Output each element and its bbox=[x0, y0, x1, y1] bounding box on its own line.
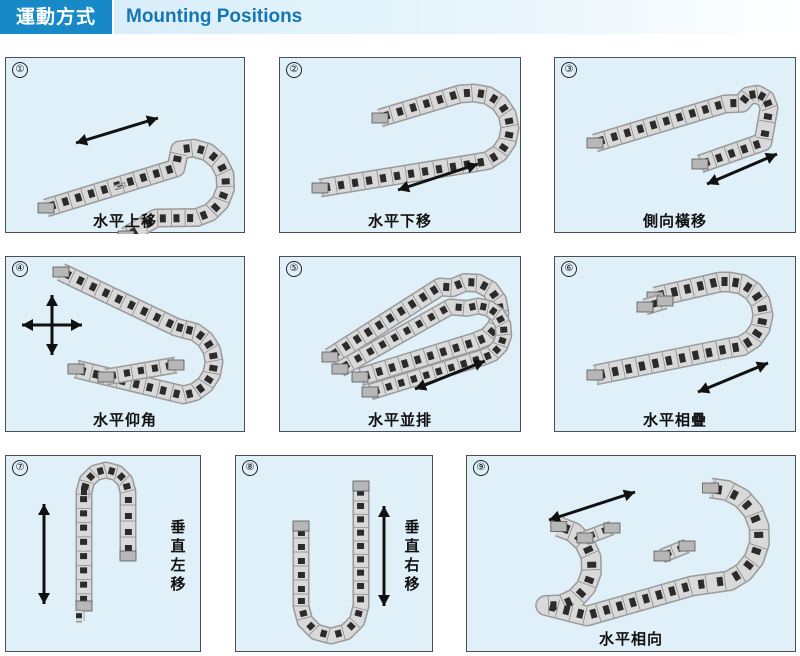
panel-3: ③ 側向橫移 bbox=[554, 57, 796, 233]
cable-chain bbox=[331, 297, 513, 401]
motion-arrow bbox=[414, 359, 486, 391]
panel-label: 水平仰角 bbox=[92, 411, 157, 429]
panel-5: ⑤ 水平並排 bbox=[279, 256, 521, 432]
panel-4: ④ 水平仰角 bbox=[5, 256, 245, 432]
panel-number: ⑨ bbox=[473, 460, 489, 476]
panel-label: 水平下移 bbox=[367, 212, 432, 230]
panel-label: 水平相向 bbox=[598, 630, 663, 648]
panel-number: ⑦ bbox=[12, 460, 28, 476]
cable-chain bbox=[576, 520, 621, 546]
cable-chain bbox=[636, 292, 674, 316]
panel-6: ⑥ 水平相疊 bbox=[554, 256, 796, 432]
panel-label: 側向橫移 bbox=[642, 212, 707, 230]
panel-label: 水平相疊 bbox=[642, 411, 707, 429]
panel-number: ④ bbox=[12, 261, 28, 277]
panel-2: ② 水平下移 bbox=[279, 57, 521, 233]
horizontal-upper-move-icon bbox=[37, 115, 236, 234]
panel-7: ⑦ 垂直左移 bbox=[5, 455, 201, 652]
section-title-zh: 運動方式 bbox=[0, 0, 112, 34]
panel-label: 水平上移 bbox=[92, 212, 157, 230]
motion-arrow bbox=[378, 506, 390, 606]
horizontal-opposed-icon bbox=[535, 477, 770, 627]
cable-chain bbox=[37, 138, 236, 234]
panel-number: ⑥ bbox=[561, 261, 577, 277]
section-title-en: Mounting Positions bbox=[114, 0, 800, 34]
cable-chain bbox=[586, 271, 774, 386]
horizontal-lower-move-icon bbox=[311, 83, 520, 198]
panel-9: ⑨ 水平相向 bbox=[466, 455, 796, 652]
cable-chain bbox=[311, 83, 520, 198]
panel-1: ① 水平上移 bbox=[5, 57, 245, 234]
cable-chain bbox=[75, 461, 137, 612]
side-lateral-move-icon bbox=[586, 84, 779, 186]
motion-arrow bbox=[697, 361, 769, 394]
panel-number: ⑤ bbox=[286, 261, 302, 277]
cable-chain bbox=[653, 539, 696, 563]
panel-number: ⑧ bbox=[242, 460, 258, 476]
motion-arrow bbox=[706, 152, 778, 186]
motion-arrow bbox=[46, 295, 58, 355]
motion-arrow bbox=[38, 504, 50, 604]
vertical-left-move-icon bbox=[38, 461, 137, 623]
panel-label: 垂直左移 bbox=[170, 518, 186, 593]
cable-chain bbox=[535, 477, 770, 627]
panel-number: ① bbox=[12, 62, 28, 78]
panel-number: ③ bbox=[561, 62, 577, 78]
cable-chain bbox=[321, 272, 510, 387]
panel-number: ② bbox=[286, 62, 302, 78]
cable-chain bbox=[76, 609, 85, 623]
section-header: 運動方式 Mounting Positions bbox=[0, 0, 800, 34]
motion-arrow bbox=[75, 115, 159, 146]
horizontal-stacked-icon bbox=[586, 271, 774, 394]
vertical-right-move-icon bbox=[292, 480, 390, 645]
panel-label: 水平並排 bbox=[367, 411, 432, 429]
cable-chain bbox=[586, 84, 779, 173]
horizontal-elevation-icon bbox=[22, 263, 224, 405]
cable-chain bbox=[97, 356, 185, 386]
panel-label: 垂直右移 bbox=[404, 518, 420, 593]
cable-chain bbox=[52, 263, 224, 405]
panel-8: ⑧ 垂直右移 bbox=[235, 455, 433, 652]
motion-arrow bbox=[548, 489, 636, 523]
horizontal-side-by-side-icon bbox=[321, 272, 513, 401]
cable-chain bbox=[113, 181, 127, 191]
cable-chain bbox=[292, 480, 370, 645]
motion-arrow bbox=[397, 161, 479, 193]
